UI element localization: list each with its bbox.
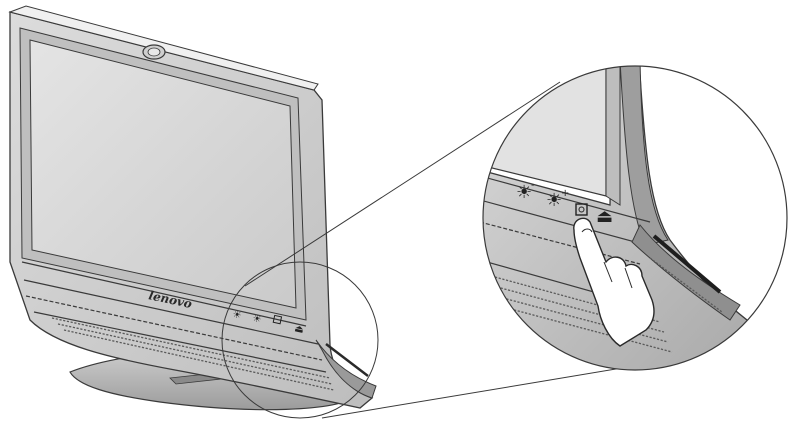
finger-hand: [573, 217, 655, 347]
control-icons-small: ☀ ☀ ⏏: [231, 309, 305, 336]
brightness-up-icon[interactable]: ☀: [546, 190, 562, 211]
power-button-icon[interactable]: [575, 203, 588, 216]
zoom-detail: ☀ - ☀ + ⏏: [483, 66, 787, 370]
screen: [29, 39, 297, 309]
all-in-one-computer: lenovo ☀ ☀ ⏏: [8, 5, 377, 411]
control-icons-zoomed: ☀ - ☀ + ⏏: [516, 180, 613, 227]
side-panel: [315, 339, 377, 399]
eject-icon[interactable]: ⏏: [293, 323, 305, 336]
power-button-icon[interactable]: [272, 314, 283, 325]
brightness-down-sign: -: [531, 180, 535, 191]
brightness-down-icon[interactable]: ☀: [231, 309, 242, 322]
eject-icon[interactable]: ⏏: [596, 206, 613, 227]
brightness-up-icon[interactable]: ☀: [251, 313, 262, 326]
zoom-line-top: [244, 81, 561, 287]
optical-drive-slot: [652, 234, 722, 294]
brightness-up-sign: +: [561, 188, 569, 199]
brightness-down-icon[interactable]: ☀: [516, 182, 532, 203]
magnifier-circle: [482, 65, 788, 371]
magnifier-source-circle: [221, 261, 379, 419]
optical-drive-slot-small: [325, 343, 369, 377]
